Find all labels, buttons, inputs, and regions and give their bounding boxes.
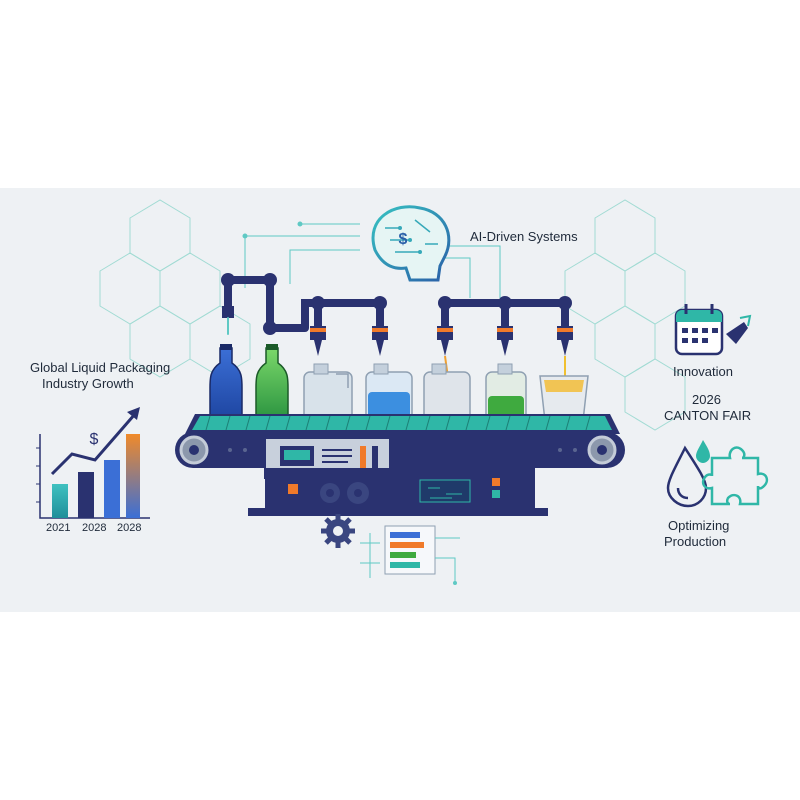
growth-currency-symbol: $ [90,431,99,448]
event-name-label: CANTON FAIR [664,408,752,423]
innovation-label: Innovation [673,364,733,379]
calendar-icon [674,304,752,356]
growth-bar-1 [52,484,68,518]
growth-bar-2 [78,472,94,518]
optimizing-label-line2: Production [664,534,727,549]
growth-bar-4 [126,434,140,518]
growth-chart: $ [36,407,150,519]
growth-year-label-2: 2028 [82,522,107,534]
brain-dollar-symbol: $ [399,231,408,248]
control-cabinet [248,437,548,516]
gear-icon [320,482,369,504]
settings-gear-icon [321,514,355,548]
growth-year-label-3: 2028 [117,522,142,534]
circuit-lines [242,221,501,298]
optimizing-label-line1: Optimizing [668,518,730,533]
water-drop-icon [666,440,710,508]
puzzle-piece-icon [701,446,769,506]
infographic-panel: $ [0,188,800,612]
trend-arrow-icon [50,413,137,476]
dashboard-panel [360,525,460,585]
ai-systems-label: AI-Driven Systems [470,229,578,244]
hex-network-right [564,199,686,431]
ai-brain-icon: $ [371,205,451,282]
growth-title-line2: Industry Growth [42,376,134,391]
growth-title-line1: Global Liquid Packaging [30,360,171,375]
conveyor-belt [175,414,625,468]
event-year-label: 2026 [692,392,721,407]
hex-network-left [99,199,251,378]
growth-year-label-1: 2021 [46,522,71,534]
growth-bar-3 [104,460,120,518]
robotic-arm-left [221,273,309,335]
